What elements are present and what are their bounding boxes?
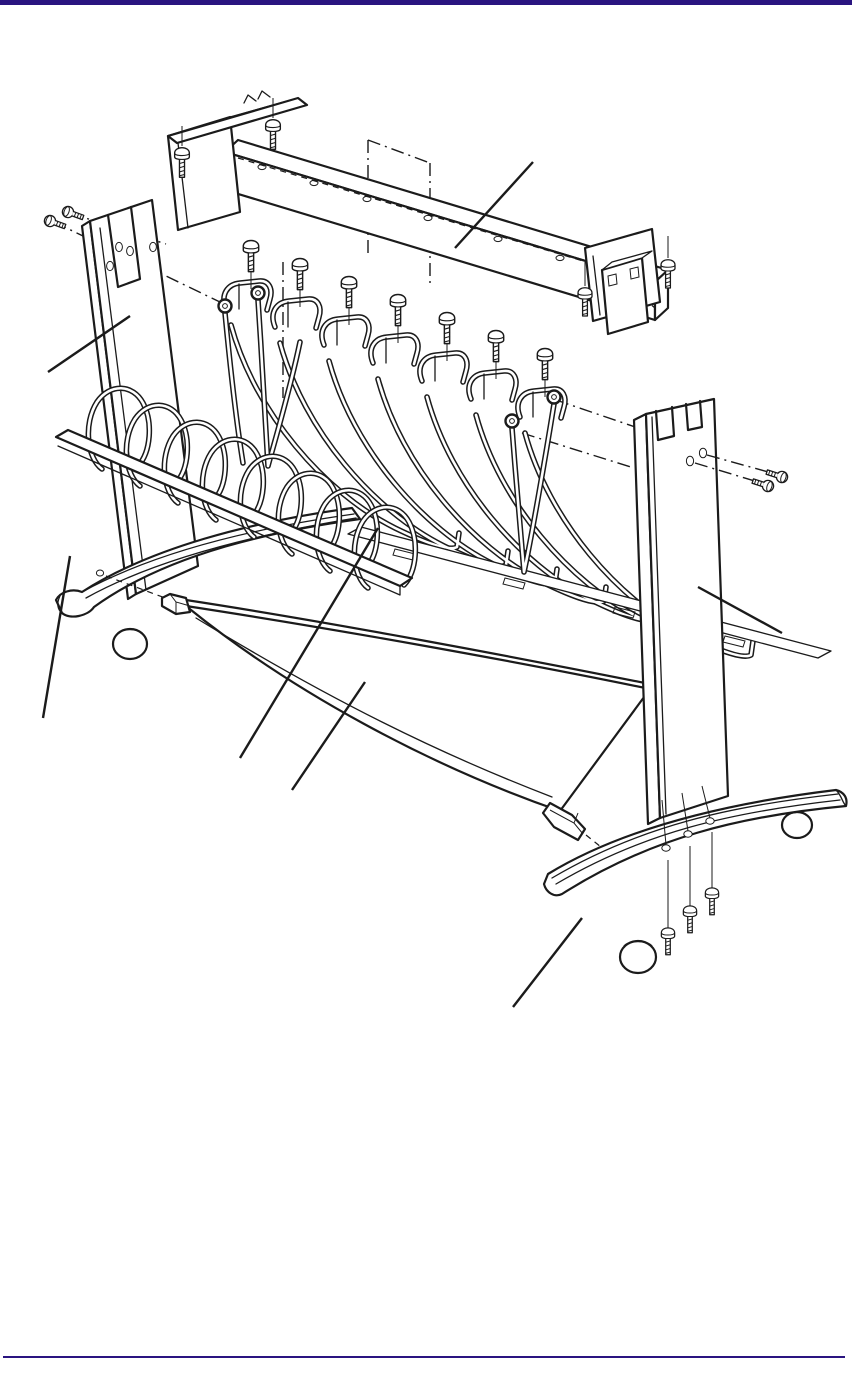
leader-left-leg — [47, 315, 131, 373]
leader-right-foot — [512, 917, 583, 1008]
bin-rear-rail — [347, 526, 832, 659]
leader-bin-fabric — [291, 681, 366, 791]
foot-hole — [683, 830, 693, 838]
brace-screw — [264, 118, 282, 150]
leg-hole — [698, 447, 708, 459]
leg-screw — [750, 475, 776, 494]
page-footer-rule — [3, 1356, 845, 1358]
foot-hole — [95, 569, 105, 577]
leader-lines — [41, 161, 783, 1008]
bin-fabric — [160, 592, 652, 855]
leg-screw — [42, 213, 68, 233]
right-leg — [632, 397, 790, 826]
pivot-wires — [217, 285, 562, 575]
leg-hole — [149, 241, 157, 253]
cross-brace — [223, 138, 670, 322]
brace-right-bracket — [577, 227, 676, 336]
foot-screw — [704, 887, 720, 916]
leader-cross-brace — [454, 161, 534, 249]
leader-bin-frame — [238, 527, 380, 759]
media-bin-wire-frame — [224, 239, 832, 659]
leg-hole — [115, 241, 123, 253]
brace-hole — [257, 163, 565, 262]
left-caster — [111, 627, 149, 661]
brace-left-bracket — [166, 90, 309, 232]
foot-screw — [660, 927, 676, 956]
bin-front-rail — [54, 428, 414, 596]
leader-left-foot — [41, 555, 72, 719]
foot-hole — [661, 844, 671, 852]
right-caster-front — [618, 939, 658, 975]
leg-screw — [60, 204, 86, 224]
leg-hole — [106, 260, 114, 272]
right-caster-rear — [780, 810, 814, 840]
right-foot — [542, 785, 848, 975]
leader-right-leg — [697, 585, 783, 635]
left-leg — [42, 198, 200, 601]
fabric-rod-cap-top — [160, 592, 192, 616]
foot-screw — [682, 905, 698, 934]
page-header-bar — [0, 0, 852, 5]
bin-screws — [242, 239, 554, 397]
leg-hole — [685, 455, 695, 467]
foot-hole — [705, 817, 715, 825]
leg-hole — [126, 245, 134, 257]
